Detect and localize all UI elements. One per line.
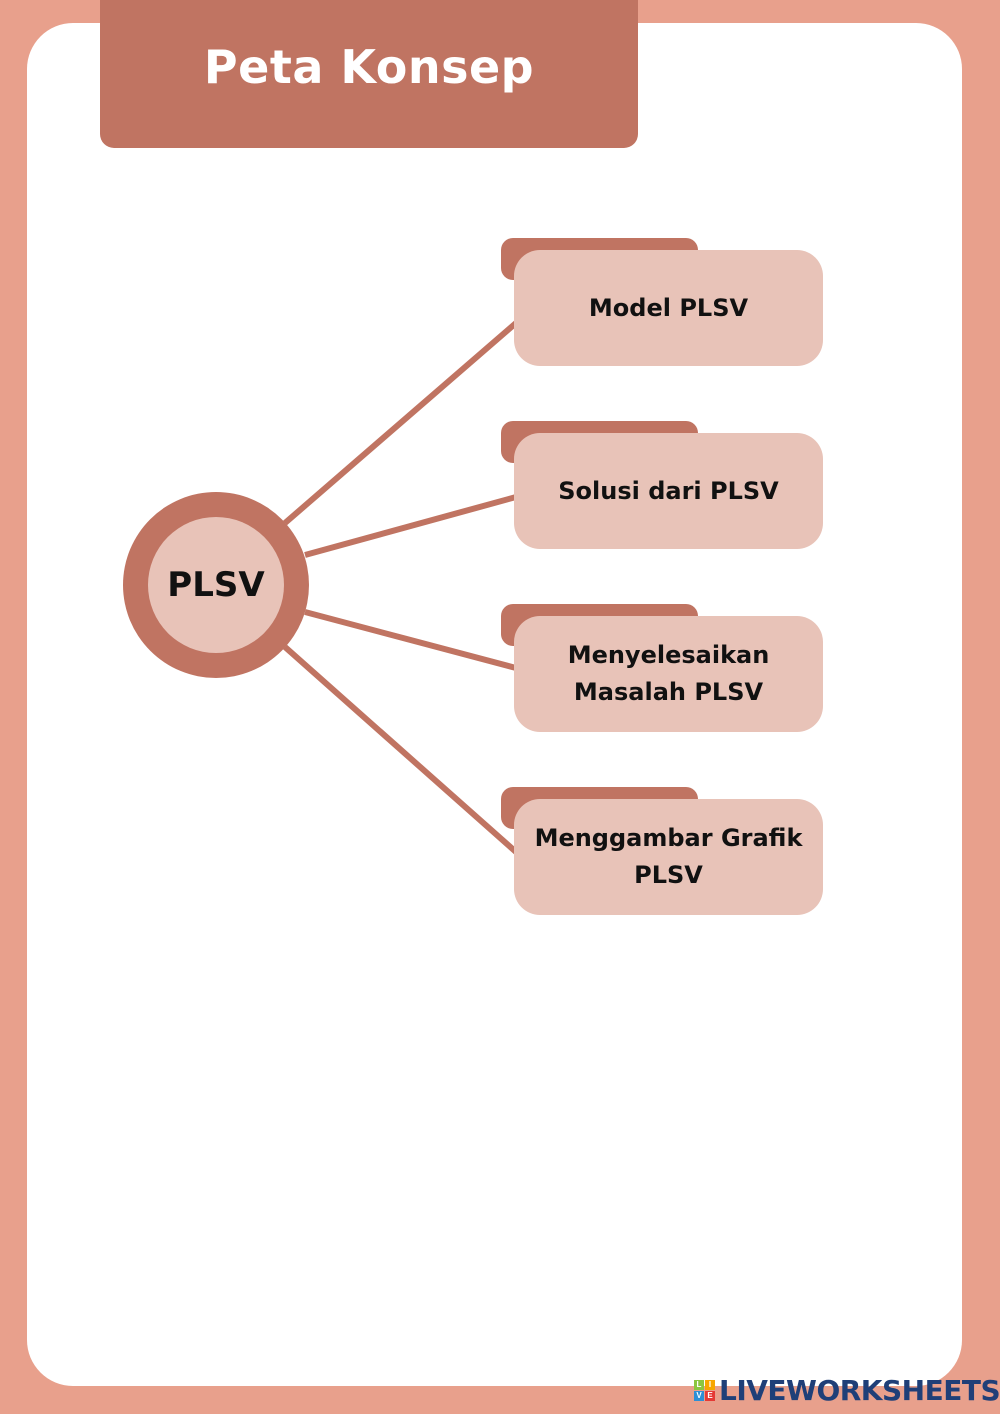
node-body: Solusi dari PLSV bbox=[514, 433, 823, 549]
node-body: Menyelesaikan Masalah PLSV bbox=[514, 616, 823, 732]
node-label: Menyelesaikan Masalah PLSV bbox=[567, 641, 770, 706]
node-body: Menggambar Grafik PLSV bbox=[514, 799, 823, 915]
concept-node-solusi: Solusi dari PLSV bbox=[501, 421, 823, 549]
node-label: Solusi dari PLSV bbox=[558, 476, 779, 505]
node-label: Menggambar Grafik PLSV bbox=[534, 824, 803, 889]
connector-grafik bbox=[283, 644, 518, 855]
logo-letter: E bbox=[705, 1390, 715, 1401]
node-label: Model PLSV bbox=[588, 293, 749, 322]
hub-label: PLSV bbox=[167, 565, 265, 605]
page-title: Peta Konsep bbox=[203, 40, 535, 94]
hub-node: PLSV bbox=[123, 492, 309, 678]
connector-masalah bbox=[304, 609, 517, 671]
concept-node-model: Model PLSV bbox=[501, 238, 823, 366]
node-body: Model PLSV bbox=[514, 250, 823, 366]
brand-name: LIVEWORKSHEETS bbox=[719, 1373, 1000, 1407]
title-banner: Peta Konsep bbox=[100, 0, 638, 148]
hub-inner: PLSV bbox=[148, 517, 284, 653]
connector-solusi bbox=[304, 494, 517, 558]
concept-node-grafik: Menggambar Grafik PLSV bbox=[501, 787, 823, 915]
liveworksheets-logo-icon: L I V E bbox=[694, 1379, 715, 1401]
concept-node-masalah: Menyelesaikan Masalah PLSV bbox=[501, 604, 823, 732]
connector-model bbox=[283, 320, 518, 526]
liveworksheets-brand: L I V E LIVEWORKSHEETS bbox=[694, 1373, 1000, 1407]
logo-letter: V bbox=[694, 1390, 704, 1401]
logo-letter: L bbox=[694, 1379, 704, 1390]
logo-letter: I bbox=[705, 1379, 715, 1390]
